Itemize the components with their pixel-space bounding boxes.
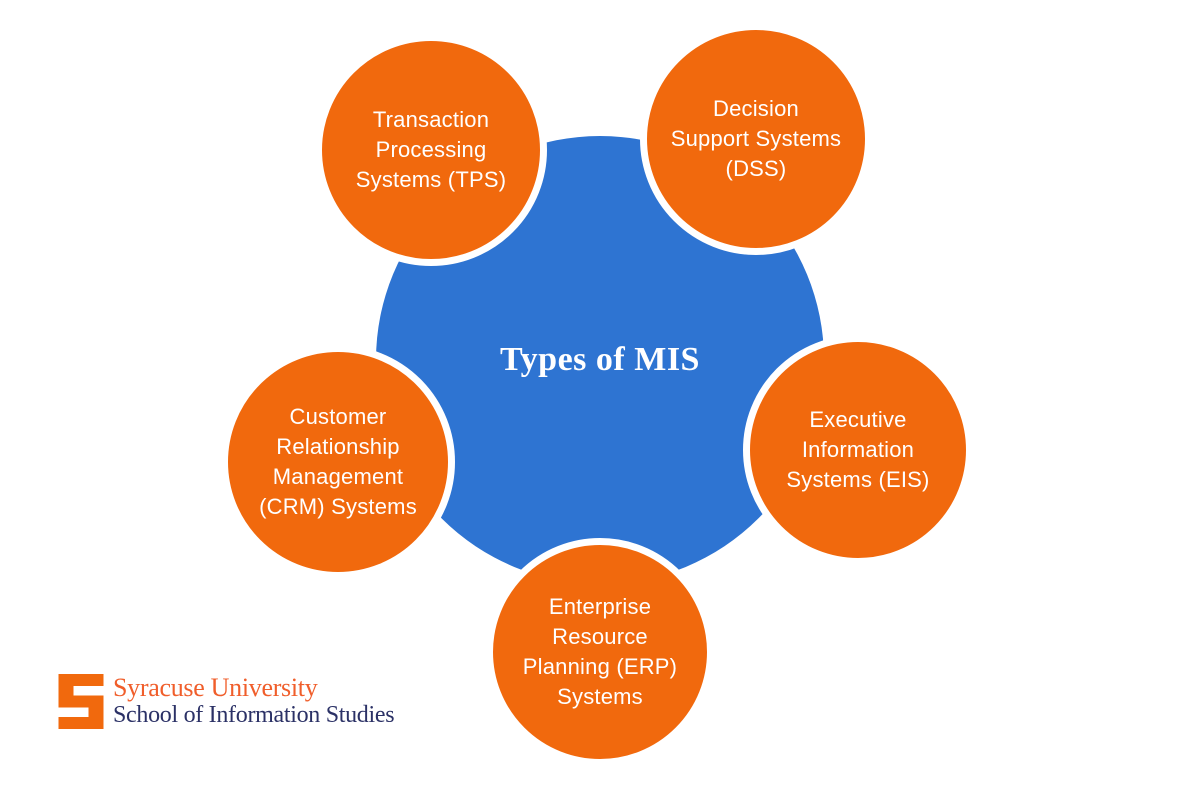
node-label-erp: Enterprise Resource Planning (ERP) Syste… [522,594,678,709]
syracuse-logo: Syracuse University School of Informatio… [58,673,395,729]
node-customer-relationship-management: Customer Relationship Management (CRM) S… [221,345,455,579]
node-label-eis: Executive Information Systems (EIS) [786,407,930,492]
node-enterprise-resource-planning: Enterprise Resource Planning (ERP) Syste… [486,538,714,766]
node-label-tps: Transaction Processing Systems (TPS) [355,107,507,192]
syracuse-block-s-icon [58,674,104,729]
node-transaction-processing-systems: Transaction Processing Systems (TPS) [315,34,547,266]
node-executive-information-systems: Executive Information Systems (EIS) [743,335,973,565]
node-label-crm: Customer Relationship Management (CRM) S… [259,404,417,519]
node-label-dss: Decision Support Systems (DSS) [670,96,842,181]
school-name: School of Information Studies [113,702,395,728]
diagram-title: Types of MIS [500,341,700,378]
node-decision-support-systems: Decision Support Systems (DSS) [640,23,872,255]
university-name: Syracuse University [113,673,318,702]
logo-text: Syracuse University School of Informatio… [113,673,395,729]
